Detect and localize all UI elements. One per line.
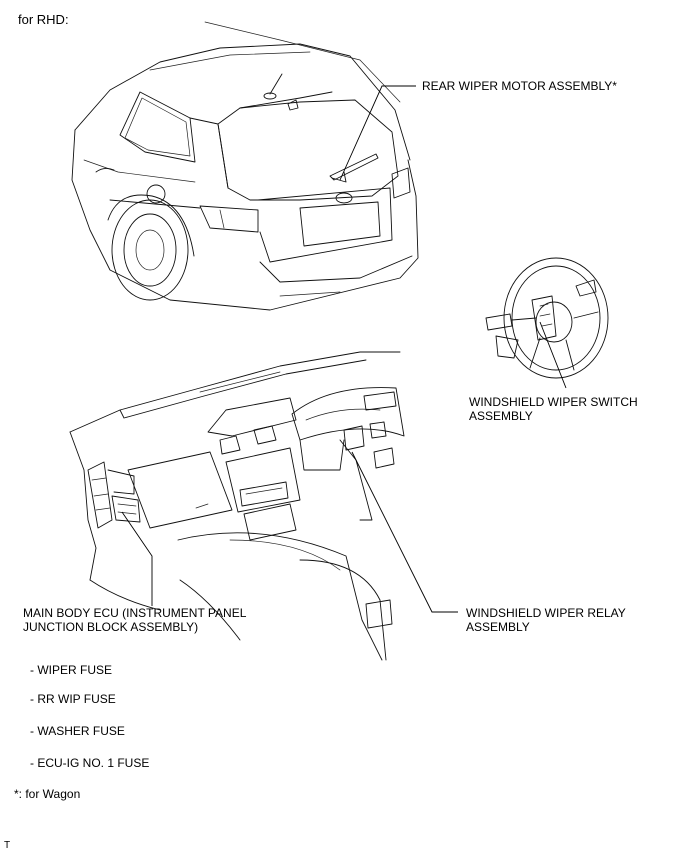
fuse-item: - ECU-IG NO. 1 FUSE (30, 756, 150, 770)
steering-wheel-drawing (485, 257, 609, 379)
label-wiper-switch-line1: WINDSHIELD WIPER SWITCH (469, 395, 638, 409)
corner-mark: T (4, 840, 11, 851)
fuse-item: - WASHER FUSE (30, 724, 125, 738)
label-rear-wiper-motor: REAR WIPER MOTOR ASSEMBLY* (422, 79, 617, 93)
fuse-item: - WIPER FUSE (30, 663, 113, 677)
leader-wiper-switch (539, 321, 567, 389)
label-main-body-ecu-line2: JUNCTION BLOCK ASSEMBLY) (23, 620, 199, 634)
fuse-item: - RR WIP FUSE (30, 692, 116, 706)
label-wiper-relay-line1: WINDSHIELD WIPER RELAY (466, 606, 626, 620)
page-title: for RHD: (18, 12, 69, 27)
leader-wiper-relay (351, 451, 458, 613)
rear-vehicle-drawing (71, 21, 419, 311)
instrument-panel-drawing (69, 351, 405, 661)
label-main-body-ecu-line1: MAIN BODY ECU (INSTRUMENT PANEL (23, 606, 247, 620)
leader-main-body-ecu (121, 511, 153, 606)
label-wiper-relay-line2: ASSEMBLY (466, 620, 530, 634)
label-wiper-switch-line2: ASSEMBLY (469, 409, 533, 423)
leader-rear-wiper-motor (339, 85, 416, 181)
footnote: *: for Wagon (14, 787, 81, 801)
